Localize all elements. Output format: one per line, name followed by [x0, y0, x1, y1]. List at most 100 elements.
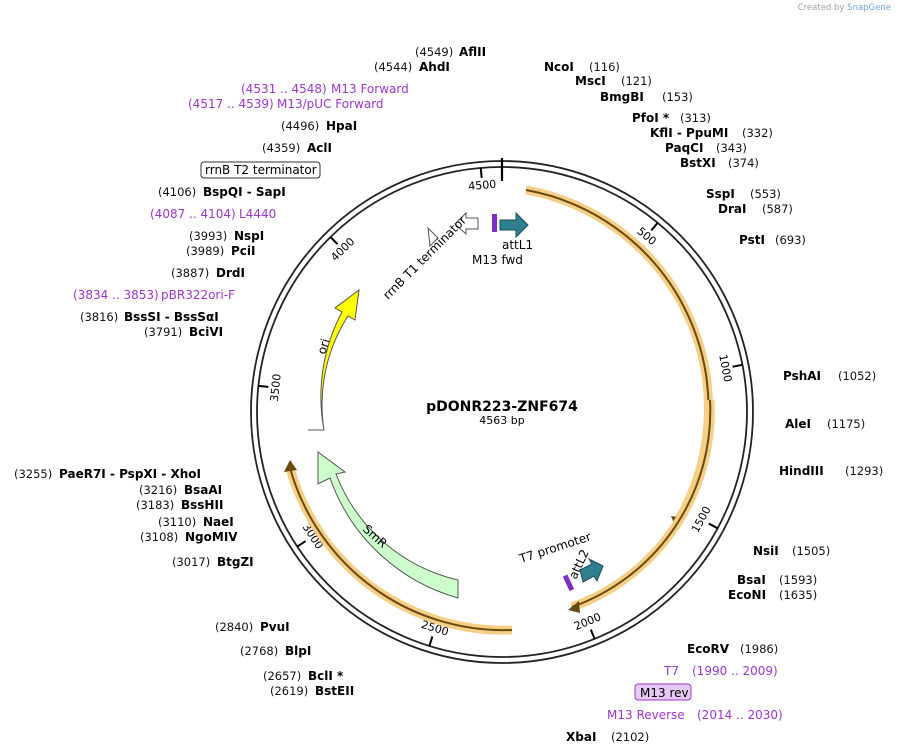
primer-labels: (4531 .. 4548)M13 Forward (4517 .. 4539)…: [73, 82, 783, 722]
svg-text:(3989): (3989): [186, 244, 224, 258]
primer-m13-reverse-range: (2014 .. 2030): [697, 708, 783, 722]
primer-pbr322-range: (3834 .. 3853): [73, 288, 159, 302]
site-ecorv-name[interactable]: EcoRV: [687, 642, 730, 656]
rrnb-t1-label: rrnB T1 terminator: [380, 213, 469, 302]
site-bcli-name[interactable]: BclI *: [308, 669, 344, 683]
tick-mark: [589, 629, 596, 640]
site-blpi-name[interactable]: BlpI: [285, 644, 311, 658]
plasmid-name: pDONR223-ZNF674: [426, 399, 578, 415]
svg-text:(3816): (3816): [80, 310, 118, 324]
site-aflii-name[interactable]: AflII: [459, 45, 486, 59]
site-ngomiv-name[interactable]: NgoMIV: [185, 530, 238, 544]
site-drai-name[interactable]: DraI: [718, 202, 746, 216]
site-bcivi-name[interactable]: BciVI: [189, 325, 223, 339]
snapgene-credit: Created by SnapGene: [797, 3, 891, 13]
site-sspi-name[interactable]: SspI: [706, 187, 735, 201]
svg-text:(1175): (1175): [827, 417, 865, 431]
site-hindiii-name[interactable]: HindIII: [779, 464, 824, 478]
svg-text:(1293): (1293): [845, 464, 883, 478]
svg-text:(153): (153): [662, 90, 693, 104]
primer-l4440-range: (4087 .. 4104): [150, 207, 236, 221]
site-paer7i-name[interactable]: PaeR7I - PspXI - XhoI: [59, 467, 201, 481]
ori-label: ori: [315, 337, 333, 356]
svg-text:(1052): (1052): [838, 369, 876, 383]
primer-t7-name[interactable]: T7: [663, 664, 679, 678]
rrnb-t2-box: [200, 161, 321, 179]
site-bsteii-name[interactable]: BstEII: [315, 684, 354, 698]
left-site-labels: (4549)AflII (4544)AhdI (4496)HpaI (4359)…: [14, 45, 486, 698]
site-bspqi-name[interactable]: BspQI - SapI: [203, 185, 286, 199]
orf-arc-glow: [525, 185, 713, 522]
svg-text:(4549): (4549): [415, 45, 453, 59]
svg-text:(1505): (1505): [792, 544, 830, 558]
site-nsii-name[interactable]: NsiI: [753, 544, 779, 558]
tick-mark: [329, 236, 339, 245]
site-pcii-name[interactable]: PciI: [231, 244, 256, 258]
snapgene-logo-text: SnapGene: [847, 3, 891, 13]
site-btgzi-name[interactable]: BtgZI: [217, 555, 254, 569]
svg-text:(374): (374): [728, 156, 759, 170]
t7-marker: [562, 574, 575, 592]
orf3-arc: [289, 467, 513, 632]
tick-mark: [479, 167, 483, 178]
svg-text:(332): (332): [742, 126, 773, 140]
svg-text:(2619): (2619): [270, 684, 308, 698]
primer-pbr322-name[interactable]: pBR322ori-F: [161, 288, 235, 302]
site-ncoi-name[interactable]: NcoI: [544, 60, 574, 74]
site-bsssi-name[interactable]: BssSI - BssSαI: [124, 310, 219, 324]
svg-text:(3108): (3108): [140, 530, 178, 544]
svg-text:(121): (121): [621, 74, 652, 88]
svg-text:(4496): (4496): [281, 119, 319, 133]
tick-mark: [258, 384, 269, 388]
svg-text:(2102): (2102): [611, 730, 649, 744]
svg-text:(1635): (1635): [779, 588, 817, 602]
site-naei-name[interactable]: NaeI: [203, 515, 234, 529]
svg-text:(3887): (3887): [171, 266, 209, 280]
site-xbai-name[interactable]: XbaI: [566, 730, 596, 744]
site-pshai-name[interactable]: PshAI: [783, 369, 821, 383]
svg-text:(313): (313): [680, 111, 711, 125]
svg-text:(2840): (2840): [215, 620, 253, 634]
svg-text:(3791): (3791): [144, 325, 182, 339]
m13-rev-label: M13 rev: [640, 686, 689, 700]
svg-text:(2657): (2657): [263, 669, 301, 683]
orf2-arc: [571, 399, 712, 608]
site-econi-name[interactable]: EcoNI: [728, 588, 766, 602]
tick-mark: [650, 222, 659, 232]
site-pfoi-name[interactable]: PfoI *: [632, 111, 670, 125]
site-hpai-name[interactable]: HpaI: [326, 119, 357, 133]
site-alei-name[interactable]: AleI: [785, 417, 811, 431]
site-bsaai-name[interactable]: BsaAI: [184, 483, 222, 497]
site-pvui-name[interactable]: PvuI: [260, 620, 290, 634]
svg-text:(4106): (4106): [158, 185, 196, 199]
site-acli-name[interactable]: AclI: [307, 141, 332, 155]
site-nspi-name[interactable]: NspI: [234, 229, 264, 243]
primer-m13puc-name[interactable]: M13/pUC Forward: [277, 97, 384, 111]
tick-label: 1500: [689, 504, 714, 535]
primer-m13-reverse-name[interactable]: M13 Reverse: [607, 708, 685, 722]
site-drdi-name[interactable]: DrdI: [216, 266, 245, 280]
attl2-feature[interactable]: [579, 557, 604, 583]
site-ahdi-name[interactable]: AhdI: [419, 60, 450, 74]
attl1-feature[interactable]: [499, 211, 529, 239]
site-bsshii-name[interactable]: BssHII: [181, 498, 223, 512]
primer-m13-forward-name[interactable]: M13 Forward: [331, 82, 409, 96]
ori-feature[interactable]: [308, 288, 360, 431]
plasmid-length: 4563 bp: [479, 414, 524, 427]
site-msci-name[interactable]: MscI: [575, 74, 606, 88]
site-bmgbi-name[interactable]: BmgBI: [600, 90, 644, 104]
site-paqci-name[interactable]: PaqCI: [665, 141, 703, 155]
primer-l4440-name[interactable]: L4440: [239, 207, 276, 221]
site-psti-name[interactable]: PstI: [739, 233, 765, 247]
site-bsai-name[interactable]: BsaI: [737, 573, 766, 587]
orf2-arrowhead: [568, 601, 580, 613]
svg-text:(4359): (4359): [262, 141, 300, 155]
site-kfli-name[interactable]: KflI - PpuMI: [650, 126, 728, 140]
tick-label: 4500: [468, 178, 497, 193]
attl1-label: attL1: [502, 238, 533, 252]
smr-feature[interactable]: [317, 451, 459, 599]
m13-rev-box[interactable]: [634, 683, 692, 701]
site-bstxi-name[interactable]: BstXI: [680, 156, 716, 170]
tick-mark: [296, 540, 307, 548]
